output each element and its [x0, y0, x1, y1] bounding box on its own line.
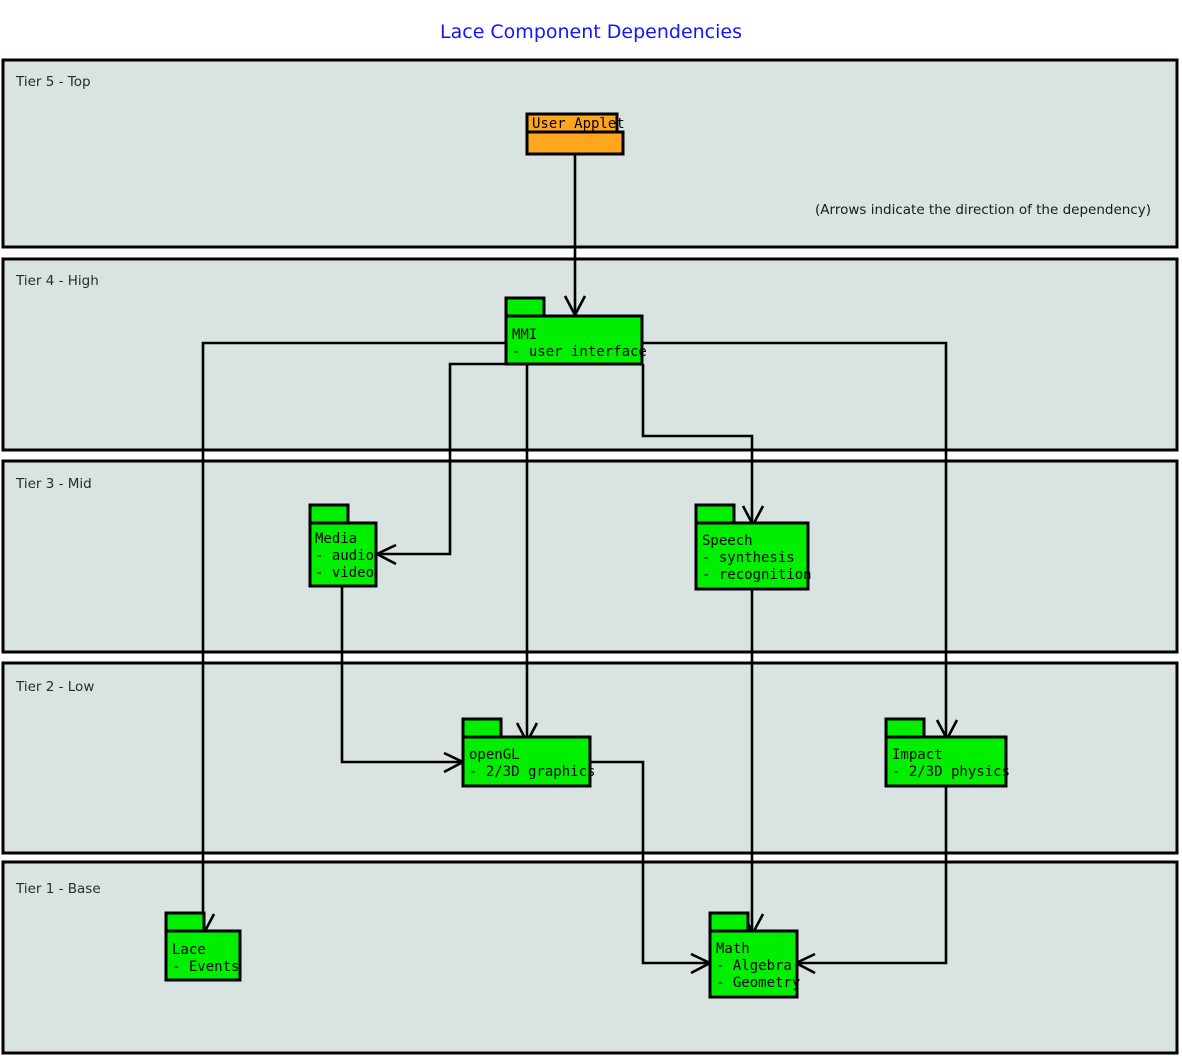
connector-media-to-opengl [340, 586, 462, 764]
package-name-media: Media [315, 531, 357, 547]
package-item-media-0: - audio [315, 548, 374, 564]
package-media[interactable]: Media - audio - video [308, 503, 378, 588]
connector-mmi-to-speech [641, 364, 754, 524]
package-body-user-applet [525, 130, 625, 156]
package-body-impact [884, 735, 1008, 788]
connector-mmi-to-lace [201, 341, 575, 932]
tier-5-label: Tier 5 - Top [15, 74, 91, 90]
package-body-opengl [461, 735, 592, 788]
package-lace[interactable]: Lace - Events [164, 911, 242, 982]
package-mmi[interactable]: MMI - user interface [504, 296, 647, 366]
package-item-math-0: - Algebra [716, 958, 792, 974]
package-item-math-1: - Geometry [716, 975, 800, 991]
page-title: Lace Component Dependencies [440, 21, 742, 43]
package-user-applet[interactable]: User Applet [525, 112, 625, 156]
package-item-speech-1: - recognition [702, 567, 812, 583]
package-body-lace [164, 929, 242, 982]
package-name-math: Math [716, 941, 750, 957]
package-name-speech: Speech [702, 533, 753, 549]
package-name-opengl: openGL [469, 747, 520, 763]
package-math[interactable]: Math - Algebra - Geometry [708, 911, 800, 999]
package-opengl[interactable]: openGL - 2/3D graphics [461, 717, 595, 788]
connector-mmi-to-impact [575, 341, 948, 738]
package-item-impact-0: - 2/3D physics [892, 764, 1010, 780]
package-body-mmi [504, 314, 644, 366]
dependency-connectors [192, 154, 959, 975]
package-name-mmi: MMI [512, 327, 537, 343]
package-item-mmi-0: - user interface [512, 344, 647, 360]
connector-opengl-to-math [590, 760, 709, 965]
connector-impact-to-math [797, 786, 948, 965]
package-impact[interactable]: Impact - 2/3D physics [884, 717, 1010, 788]
package-name-lace: Lace [172, 942, 206, 958]
package-body-media [308, 521, 378, 588]
tier-3-container: Tier 3 - Mid [1, 459, 1179, 654]
package-name-impact: Impact [892, 747, 943, 763]
arrow-direction-note: (Arrows indicate the direction of the de… [815, 202, 1151, 218]
connector-mmi-to-media [378, 362, 527, 556]
package-item-media-1: - video [315, 565, 374, 581]
package-item-opengl-0: - 2/3D graphics [469, 764, 595, 780]
tier-4-label: Tier 4 - High [15, 273, 99, 289]
tier-3-box [1, 459, 1179, 654]
package-body-math [708, 929, 799, 999]
package-speech[interactable]: Speech - synthesis - recognition [694, 503, 812, 591]
package-item-speech-0: - synthesis [702, 550, 795, 566]
package-body-speech [694, 521, 810, 591]
tier-1-label: Tier 1 - Base [15, 881, 101, 897]
package-name-user-applet: User Applet [532, 116, 625, 132]
package-item-lace-0: - Events [172, 959, 239, 975]
tier-2-label: Tier 2 - Low [15, 679, 94, 695]
tier-3-label: Tier 3 - Mid [15, 476, 92, 492]
